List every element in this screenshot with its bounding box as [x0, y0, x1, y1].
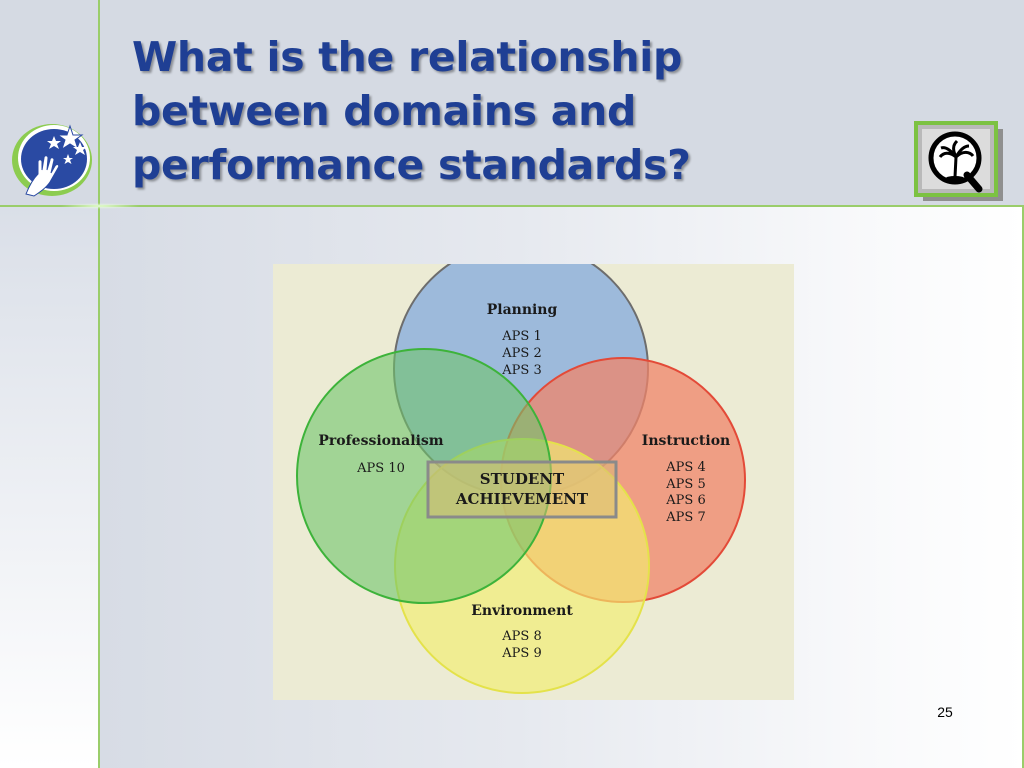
professionalism-label: Professionalism — [318, 433, 443, 449]
title-line-2: between domains and — [132, 87, 637, 135]
vertical-divider — [98, 0, 100, 768]
left-panel — [0, 206, 99, 768]
instruction-standard-1: APS 4 — [665, 460, 705, 475]
instruction-standard-4: APS 7 — [665, 510, 705, 525]
instruction-label: Instruction — [642, 433, 730, 449]
planning-label: Planning — [487, 302, 558, 318]
divider-glow — [60, 203, 140, 209]
professionalism-standard-1: APS 10 — [356, 461, 405, 476]
center-label-line-2: ACHIEVEMENT — [455, 490, 589, 508]
title-line-1: What is the relationship — [132, 33, 683, 81]
center-box — [426, 460, 618, 519]
slide-header — [0, 0, 1024, 206]
slide-number: 25 — [937, 704, 953, 720]
planning-standard-1: APS 1 — [501, 329, 541, 344]
planning-standard-2: APS 2 — [501, 346, 541, 361]
environment-standard-2: APS 9 — [501, 646, 541, 661]
environment-standard-1: APS 8 — [501, 629, 541, 644]
planning-standard-3: APS 3 — [501, 363, 541, 378]
instruction-standard-3: APS 6 — [665, 493, 705, 508]
venn-diagram: STUDENT ACHIEVEMENT Planning APS 1 APS 2… — [273, 264, 794, 700]
instruction-standard-2: APS 5 — [665, 477, 705, 492]
q-palm-tree-logo-icon — [913, 121, 1007, 205]
stars-hand-logo-icon — [8, 118, 96, 202]
environment-label: Environment — [471, 603, 573, 619]
title-line-3: performance standards? — [132, 141, 691, 189]
slide-title: What is the relationship between domains… — [132, 30, 832, 192]
horizontal-divider — [0, 205, 1024, 207]
right-border — [1022, 206, 1024, 768]
center-label-line-1: STUDENT — [480, 470, 565, 488]
